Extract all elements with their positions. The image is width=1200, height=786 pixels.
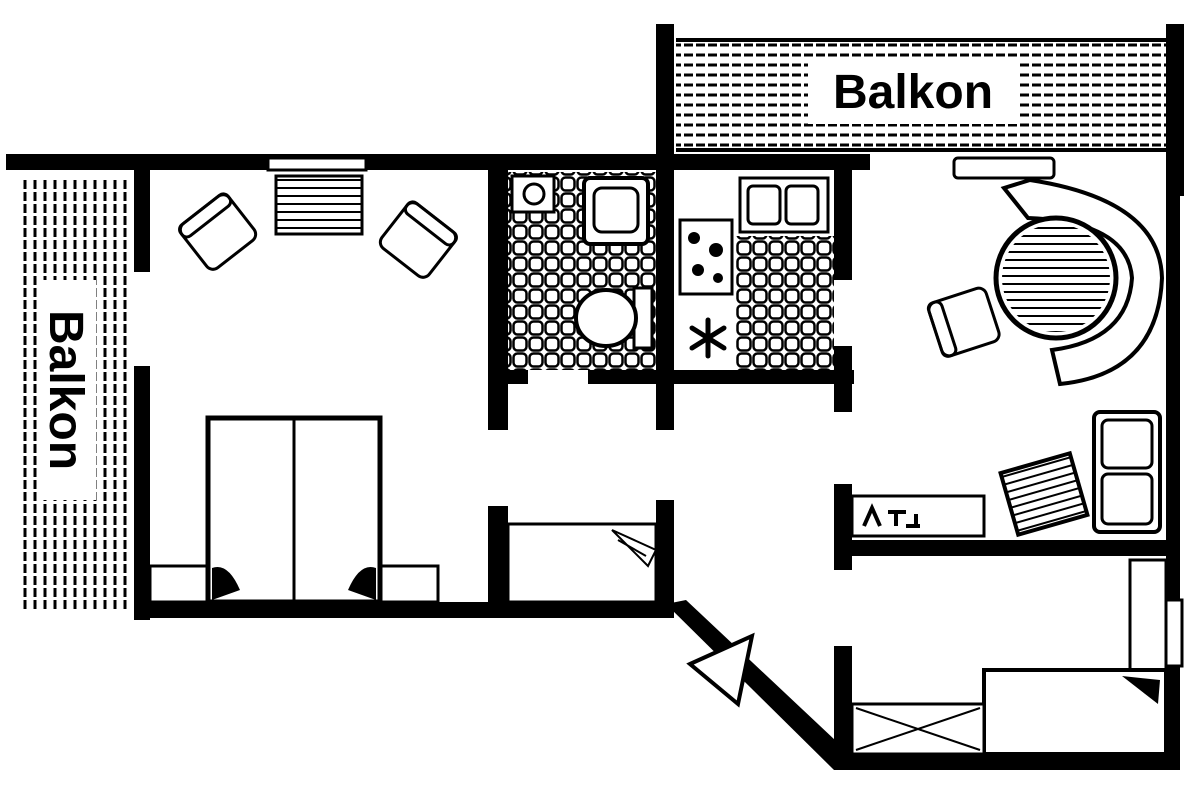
- bathroom: [508, 172, 656, 370]
- living-room-furniture: [850, 177, 1165, 538]
- armchair-right: [378, 200, 458, 279]
- toilet: [574, 286, 654, 350]
- double-bed: [205, 415, 383, 605]
- balcony-left: Balkon: [18, 178, 130, 612]
- entrance-arrow-icon: [686, 632, 755, 708]
- windows: [266, 156, 1184, 668]
- armchair-living: [926, 286, 1001, 358]
- storage-closet: [506, 522, 658, 604]
- walls: [6, 24, 1184, 770]
- balcony-left-label: Balkon: [39, 310, 92, 470]
- asterisk-icon: [689, 317, 727, 359]
- bedroom-furniture: [148, 174, 458, 605]
- balcony-top: Balkon: [676, 38, 1166, 152]
- armchair-left: [178, 192, 258, 271]
- small-room-furniture: [850, 558, 1168, 756]
- balcony-top-label: Balkon: [833, 66, 993, 119]
- kitchen: [678, 176, 834, 370]
- sofa: [1092, 410, 1162, 534]
